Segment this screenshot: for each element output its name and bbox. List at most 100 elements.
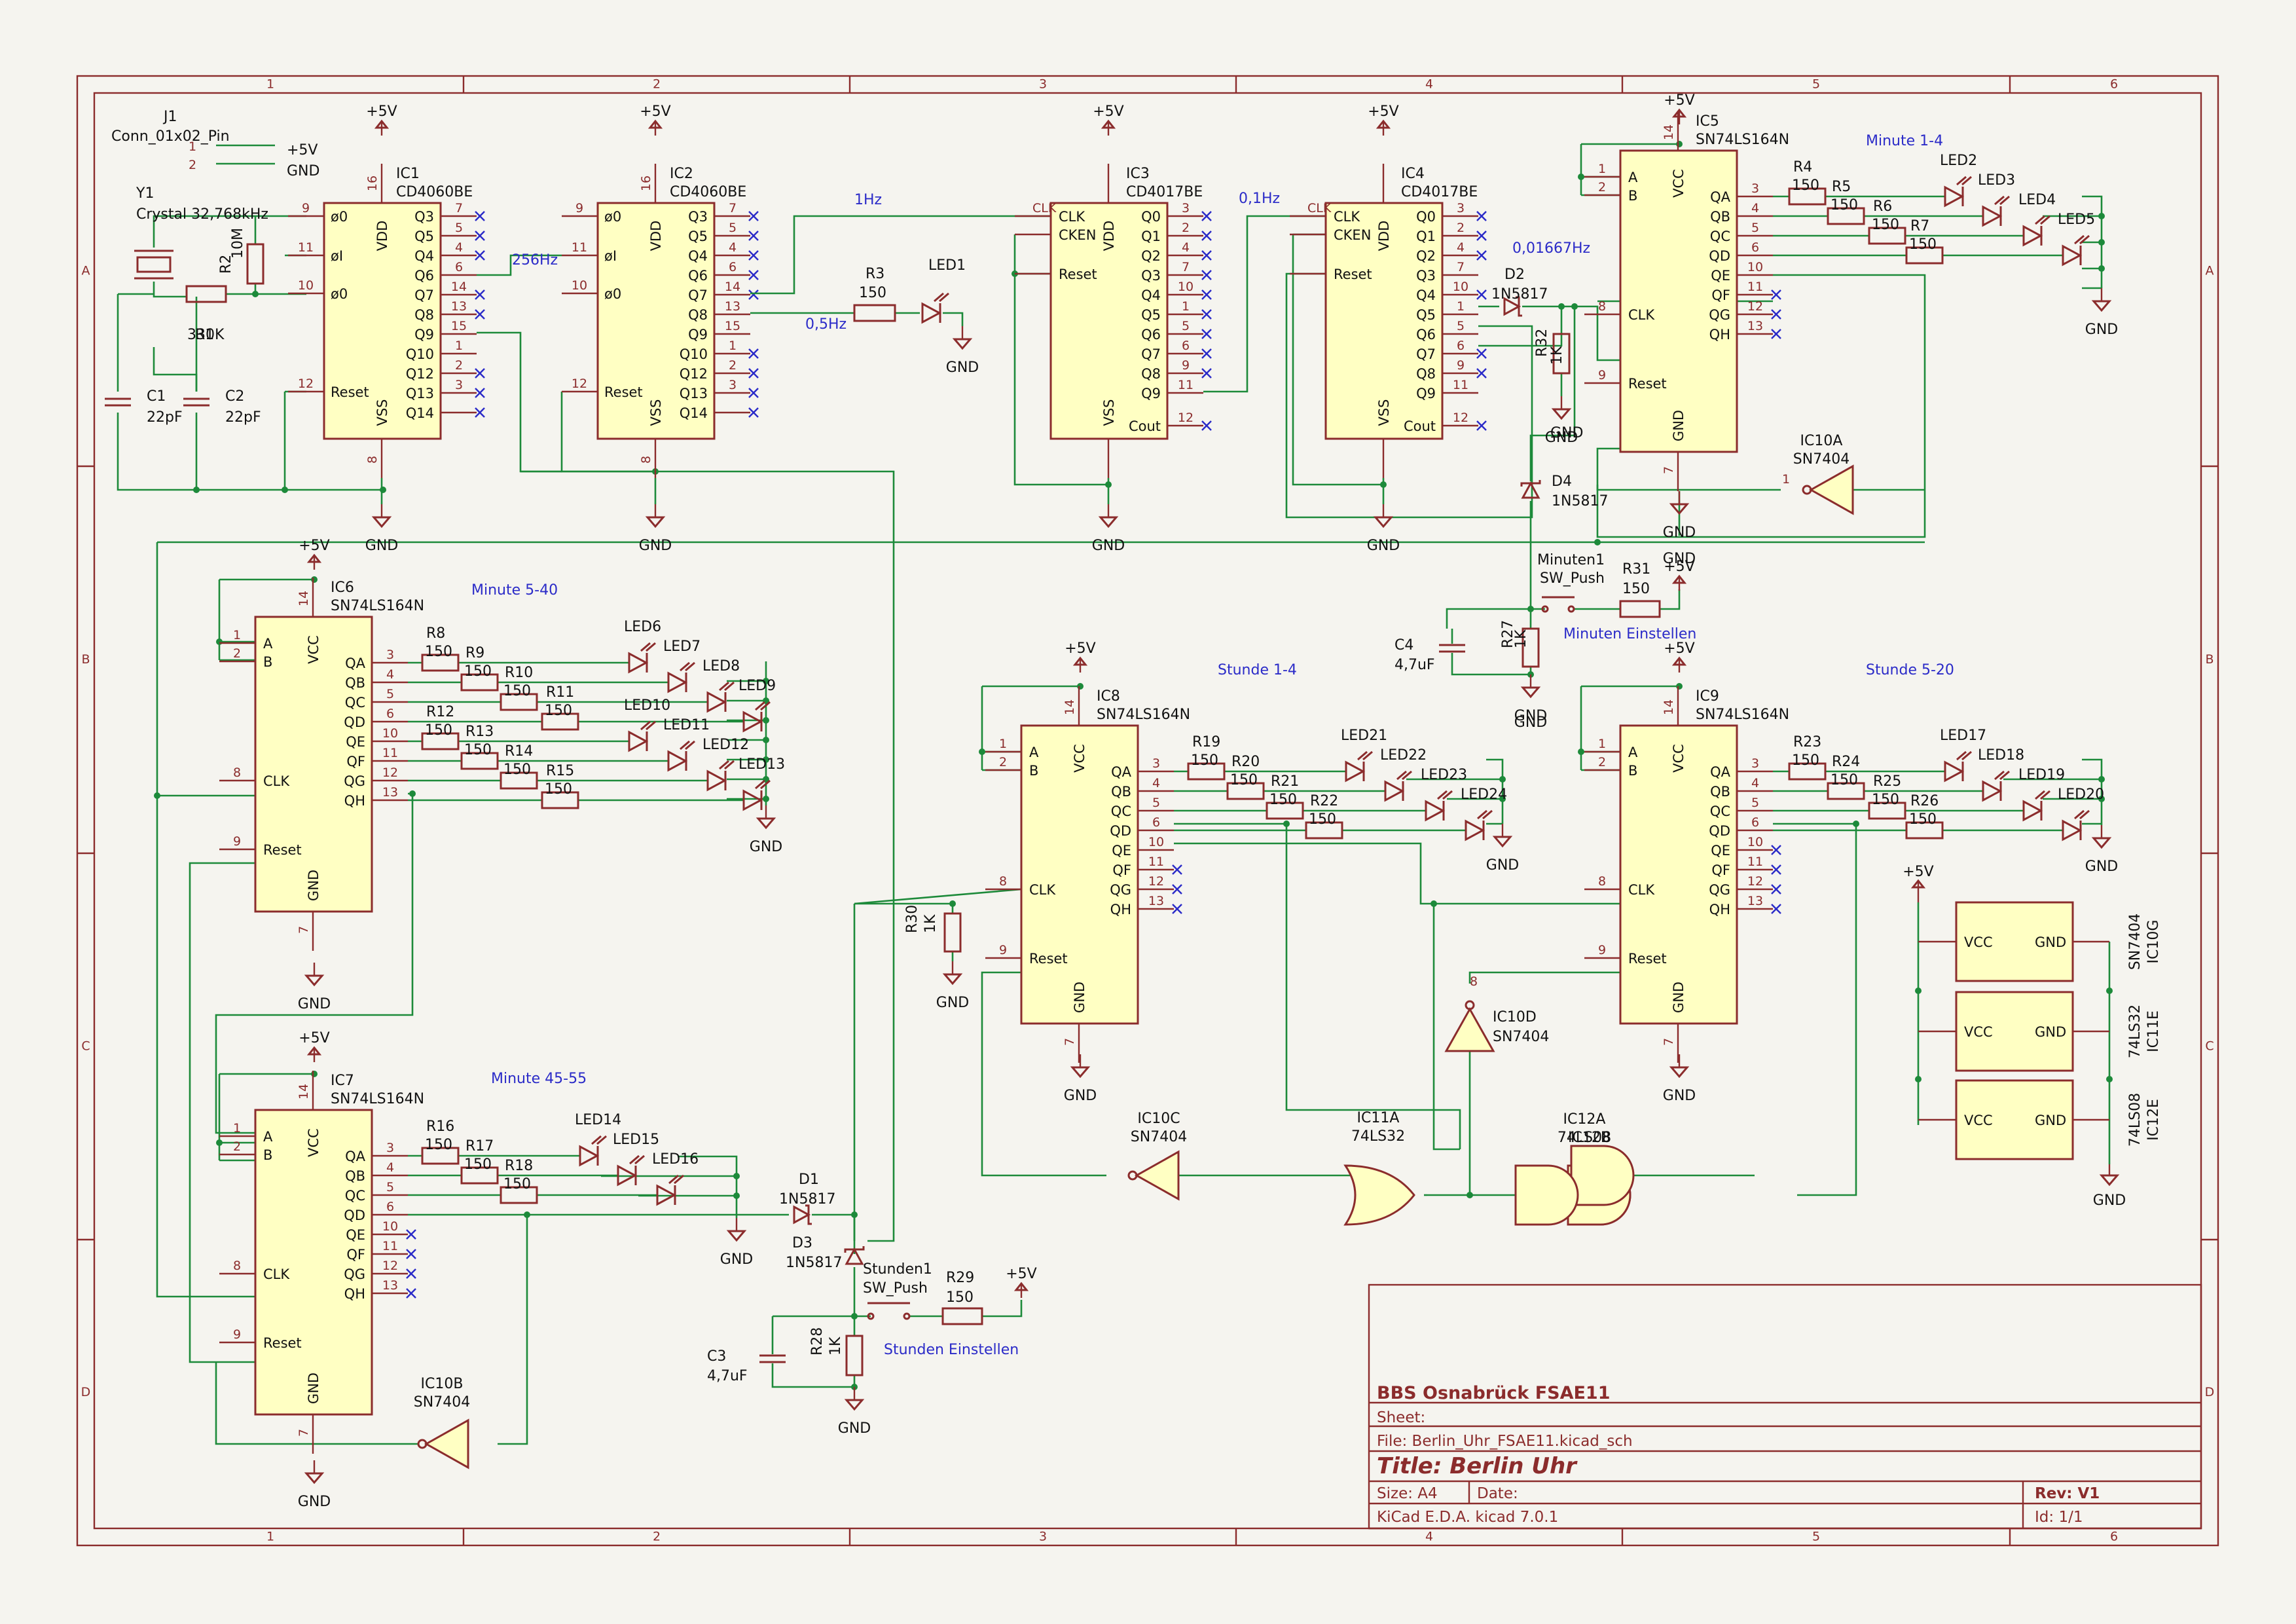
- y1-value: Crystal 32,768kHz: [136, 206, 268, 223]
- resistor-value: 150: [1909, 236, 1937, 253]
- pin-label: QE: [1112, 843, 1131, 858]
- junction: [1105, 481, 1112, 488]
- pin-number: 6: [1182, 339, 1190, 353]
- pin-label: VDD: [1101, 221, 1117, 251]
- pin-label: CLK: [1059, 209, 1085, 225]
- no-connect-marker: [748, 368, 759, 378]
- pin-number: 10: [298, 278, 314, 293]
- r31-ref: R31: [1622, 561, 1650, 578]
- junction: [733, 1192, 740, 1199]
- junction: [380, 487, 386, 493]
- pin-number: 2: [999, 755, 1007, 769]
- resistor: [185, 285, 227, 303]
- tb-size: Size: A4: [1377, 1485, 1438, 1502]
- no-connect-marker: [1771, 329, 1781, 339]
- wire: [2082, 758, 2103, 825]
- resistor-value: 150: [464, 663, 492, 680]
- pin-label: Q6: [1141, 327, 1161, 342]
- gate-unit-ref: IC12E: [2145, 1099, 2162, 1141]
- r27-ref: R27: [1500, 620, 1516, 648]
- wire: [982, 1300, 1023, 1318]
- gnd-symbol: GND: [639, 504, 672, 554]
- column-number: 4: [1425, 77, 1433, 92]
- pin-label: QB: [1710, 784, 1730, 800]
- gnd-symbol: GND: [1545, 396, 1578, 446]
- no-connect-marker: [1201, 250, 1212, 261]
- vcc-symbol: +5V: [366, 103, 397, 136]
- pin-number: 8: [999, 874, 1007, 889]
- and-gate-symbol: [1514, 1164, 1579, 1226]
- led-ref: LED15: [613, 1132, 659, 1148]
- pin-label: CKEN: [1059, 227, 1096, 243]
- gnd-label: GND: [298, 996, 331, 1012]
- gnd-symbol: GND: [1367, 504, 1400, 554]
- pin-label: QD: [344, 714, 365, 730]
- wire: [943, 312, 964, 326]
- gnd-label: GND: [1092, 538, 1125, 554]
- pin-number: 7: [455, 201, 463, 215]
- row-letter: C: [2205, 1039, 2214, 1054]
- inv-ref: IC10C: [1137, 1111, 1180, 1127]
- pin-label: CLK: [263, 773, 290, 789]
- pin-number: 10: [572, 278, 587, 293]
- r29-value: 150: [946, 1289, 974, 1306]
- wire: [1432, 904, 1460, 1151]
- tb-rev: Rev: V1: [2035, 1485, 2100, 1502]
- junction: [1853, 821, 1859, 827]
- column-number: 6: [2110, 1530, 2118, 1544]
- resistor: [1619, 600, 1661, 618]
- pin-number: 6: [386, 707, 394, 721]
- pin-label: QC: [1710, 803, 1730, 819]
- ic-value: SN74LS164N: [331, 1091, 424, 1107]
- pin-number: 2: [233, 646, 241, 661]
- ic-sn74ls164: [1619, 149, 1738, 453]
- r30-value: 1K: [922, 914, 939, 933]
- wire: [1773, 822, 1857, 1196]
- pin-number: 8: [1598, 299, 1606, 314]
- resistor-ref: R10: [505, 665, 533, 681]
- junction: [1578, 174, 1584, 180]
- pin-label: QG: [1709, 882, 1730, 898]
- pin-label: Q3: [1141, 268, 1161, 284]
- wire: [1486, 758, 1504, 824]
- led-symbol: [579, 1135, 607, 1167]
- pin-number: 2: [1457, 221, 1465, 235]
- pin-label: VCC: [1964, 1113, 1993, 1128]
- r32-value: 1K: [1549, 346, 1565, 365]
- pin-label: øI: [604, 248, 617, 264]
- pin-number: 16: [639, 175, 653, 191]
- junction: [2098, 213, 2105, 219]
- led-ref: LED8: [702, 658, 740, 674]
- pin-label: QA: [345, 1149, 366, 1164]
- pin-number: 3: [1457, 201, 1465, 215]
- tb-sheet: Sheet:: [1377, 1409, 1425, 1426]
- gnd-symbol: GND: [298, 1460, 331, 1510]
- row-letter: B: [81, 652, 90, 667]
- wire: [153, 347, 198, 392]
- no-connect-marker: [748, 407, 759, 418]
- led-symbol: [656, 1174, 684, 1206]
- row-letter: C: [81, 1039, 90, 1054]
- pin-number: 11: [572, 240, 587, 255]
- junction: [1527, 606, 1534, 612]
- vcc-symbol: +5V: [1006, 1266, 1037, 1298]
- junction: [763, 756, 769, 763]
- pin-label: ø0: [604, 209, 621, 225]
- r27-value: 1K: [1513, 629, 1529, 648]
- pin-number: 12: [1747, 299, 1763, 314]
- junction: [763, 717, 769, 724]
- junction: [2098, 776, 2105, 783]
- pin-label: Q6: [414, 268, 434, 284]
- wire: [1174, 822, 1461, 1149]
- led-symbol: [1944, 750, 1972, 783]
- led-symbol: [742, 701, 771, 733]
- wire: [215, 1362, 419, 1445]
- pin-number: 1: [1182, 299, 1190, 314]
- pin-label: QA: [1111, 764, 1132, 780]
- junction: [1594, 539, 1601, 545]
- resistor: [421, 654, 460, 672]
- junction: [2106, 1076, 2113, 1082]
- resistor-ref: R23: [1793, 734, 1821, 750]
- sw-min-ref: Minuten1: [1537, 552, 1605, 568]
- gnd-label: GND: [1663, 551, 1696, 567]
